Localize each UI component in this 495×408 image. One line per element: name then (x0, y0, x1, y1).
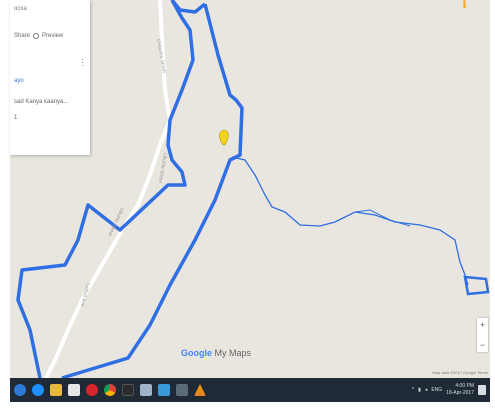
google-my-maps-logo: Google My Maps (181, 348, 251, 358)
system-tray: ^ ▮ ◂ ENG 4:00 PM 18-Apr-2017 (412, 378, 486, 402)
clock-date: 18-Apr-2017 (446, 390, 474, 396)
app-icon[interactable] (158, 384, 170, 396)
route-line (231, 156, 469, 286)
share-button[interactable]: Share (14, 33, 31, 39)
cmd-icon[interactable] (122, 384, 134, 396)
route-polygon-edge (61, 3, 244, 378)
zoom-control[interactable]: + − (477, 318, 488, 352)
opera-icon[interactable] (86, 384, 98, 396)
ie-icon[interactable] (32, 384, 44, 396)
speaker-icon[interactable]: ◂ (424, 387, 428, 393)
app-icon[interactable] (140, 384, 152, 396)
chrome-icon[interactable] (104, 384, 116, 396)
clock-time: 4:00 PM (455, 383, 474, 389)
pegman-icon[interactable] (462, 0, 467, 9)
zoom-out-button[interactable]: − (479, 340, 486, 350)
more-options-icon[interactable]: ··· (81, 55, 84, 70)
route-polygon (16, 0, 195, 378)
brand-product: My Maps (212, 348, 252, 358)
file-explorer-icon[interactable] (50, 384, 62, 396)
panel-actions: Share Preview (14, 33, 63, 39)
map-canvas[interactable]: Uhlanhla Street Ubuhle Street Ubuhle Str… (10, 0, 490, 378)
layer-count: 1 (14, 115, 18, 121)
route-line-2 (354, 209, 411, 227)
store-icon[interactable] (68, 384, 80, 396)
map-legend-panel: ocxa Share Preview ··· ayo sad Kanya kaa… (10, 0, 90, 155)
map-layer (16, 0, 490, 378)
chevron-up-icon[interactable]: ^ (411, 387, 415, 393)
language-indicator[interactable]: ENG (431, 387, 443, 393)
notification-icon[interactable] (478, 385, 486, 395)
map-attribution[interactable]: Map data ©2017 Google Terms (432, 370, 488, 375)
edge-icon[interactable] (14, 384, 26, 396)
zoom-in-button[interactable]: + (479, 320, 486, 330)
network-icon[interactable]: ▮ (418, 387, 421, 393)
map-title[interactable]: ocxa (14, 6, 27, 12)
app-icon[interactable] (176, 384, 188, 396)
road (44, 0, 173, 378)
globe-icon (33, 33, 40, 39)
windows-taskbar: ^ ▮ ◂ ENG 4:00 PM 18-Apr-2017 (10, 378, 490, 402)
route-end-loop (463, 275, 490, 296)
clock[interactable]: 4:00 PM 18-Apr-2017 (446, 383, 474, 397)
layer-description: sad Kanya kaanya... (14, 99, 69, 105)
layer-title[interactable]: ayo (14, 78, 24, 84)
brand-google: Google (181, 348, 212, 358)
route-top (170, 0, 207, 14)
vlc-icon[interactable] (194, 384, 206, 396)
preview-button[interactable]: Preview (42, 33, 64, 39)
location-marker-icon[interactable] (219, 129, 229, 146)
